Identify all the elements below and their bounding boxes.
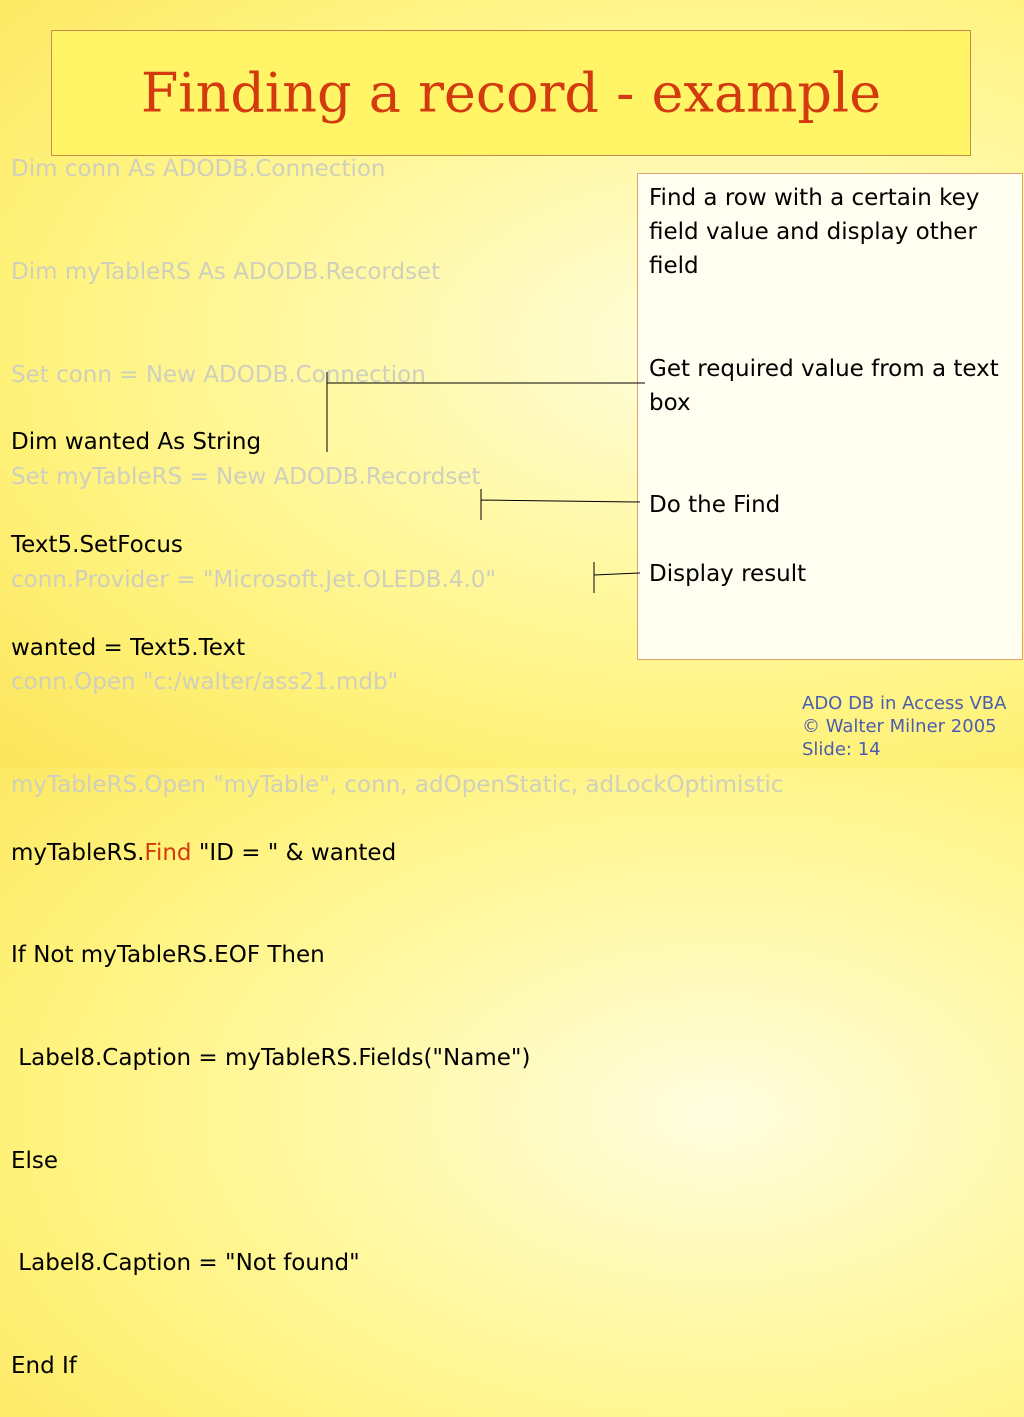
note-display-result: Display result bbox=[649, 561, 807, 587]
code-line: Dim wanted As String bbox=[11, 429, 262, 456]
annotations-box: Find a row with a certain key field valu… bbox=[637, 173, 1023, 660]
footer-copyright: © Walter Milner 2005 bbox=[802, 716, 997, 737]
code-blank-line bbox=[11, 733, 530, 767]
footer-course: ADO DB in Access VBA bbox=[802, 693, 1007, 714]
code-line: wanted = Text5.Text bbox=[11, 634, 246, 661]
slide-footer: ADO DB in Access VBA © Walter Milner 200… bbox=[802, 692, 1006, 761]
code-line: Dim conn As ADODB.Connection bbox=[11, 156, 386, 183]
code-find-prefix: myTableRS. bbox=[11, 839, 145, 866]
note-get-value: Get required value from a text box bbox=[649, 356, 999, 417]
code-line: Dim myTableRS As ADODB.Recordset bbox=[11, 259, 441, 285]
code-line: Set myTableRS = New ADODB.Recordset bbox=[11, 464, 481, 491]
code-line-find: myTableRS.Find "ID = " & wanted bbox=[11, 836, 530, 870]
code-find-suffix: "ID = " & wanted bbox=[191, 839, 397, 866]
note-do-find: Do the Find bbox=[649, 492, 781, 518]
code-line: Text5.SetFocus bbox=[11, 532, 183, 558]
code-line: Label8.Caption = myTableRS.Fields("Name"… bbox=[11, 1044, 531, 1071]
code-line: conn.Provider = "Microsoft.Jet.OLEDB.4.0… bbox=[11, 566, 496, 593]
footer-slide-number: Slide: 14 bbox=[802, 739, 881, 760]
note-find-row: Find a row with a certain key field valu… bbox=[649, 185, 980, 280]
slide-title: Finding a record - example bbox=[140, 61, 882, 125]
code-line: Else bbox=[11, 1147, 59, 1174]
title-box: Finding a record - example bbox=[51, 30, 971, 156]
code-line: End If bbox=[11, 1352, 77, 1379]
code-find-block: Dim wanted As String Text5.SetFocus want… bbox=[11, 357, 530, 1417]
code-line: Label8.Caption = "Not found" bbox=[11, 1250, 360, 1277]
code-line: If Not myTableRS.EOF Then bbox=[11, 942, 325, 969]
find-keyword: Find bbox=[144, 839, 192, 866]
code-line: conn.Open "c:/walter/ass21.mdb" bbox=[11, 669, 399, 696]
